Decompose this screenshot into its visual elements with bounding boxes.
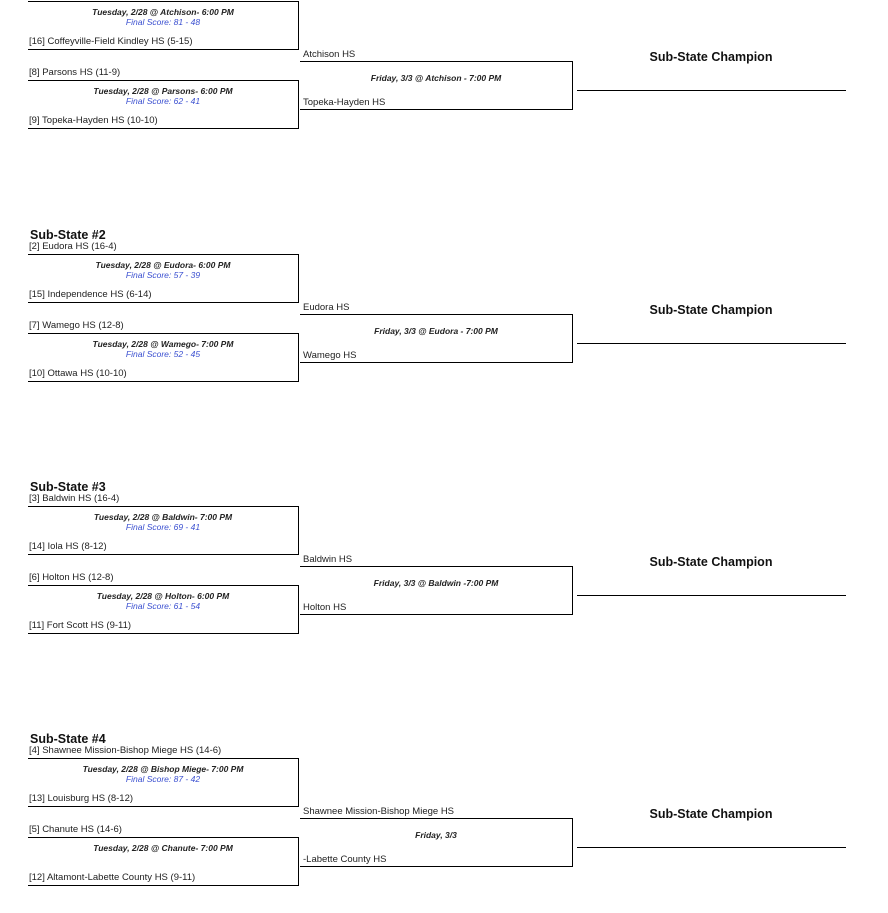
bracket-line [298,758,299,806]
bracket-line [572,61,573,109]
bracket-line [28,128,299,129]
game-info: Tuesday, 2/28 @ Baldwin- 7:00 PM [93,512,233,522]
bracket-line [298,254,299,302]
team-bottom: [9] Topeka-Hayden HS (10-10) [29,115,158,126]
bracket-line [572,566,573,614]
bracket-line [577,343,846,344]
bracket-line [28,49,299,50]
team-top: [2] Eudora HS (16-4) [29,241,117,252]
team-top: Shawnee Mission-Bishop Miege HS [303,806,455,817]
bracket-line [300,314,573,315]
team-bottom: [10] Ottawa HS (10-10) [29,368,127,379]
bracket-line [300,866,573,867]
champion-label: Sub-State Champion [649,807,773,821]
bracket-line [28,806,299,807]
champion-label: Sub-State Champion [649,303,773,317]
game-info: Tuesday, 2/28 @ Holton- 6:00 PM [96,591,230,601]
bracket-line [298,333,299,381]
bracket-line [28,837,299,838]
team-top: Baldwin HS [303,554,353,565]
team-bottom: -Labette County HS [303,854,387,865]
bracket-line [298,837,299,885]
game-info: Friday, 3/3 @ Atchison - 7:00 PM [370,73,502,83]
bracket-line [28,506,299,507]
final-score: Final Score: 61 - 54 [125,601,201,611]
team-top: [6] Holton HS (12-8) [29,572,114,583]
champion-label: Sub-State Champion [649,50,773,64]
game-info: Friday, 3/3 @ Baldwin -7:00 PM [373,578,499,588]
team-bottom: Wamego HS [303,350,357,361]
final-score: Final Score: 81 - 48 [125,17,201,27]
team-top: [3] Baldwin HS (16-4) [29,493,120,504]
bracket-line [28,885,299,886]
bracket-line [572,314,573,362]
team-top: Eudora HS [303,302,350,313]
team-bottom: [16] Coffeyville-Field Kindley HS (5-15) [29,36,193,47]
bracket-line [28,1,299,2]
bracket-line [28,80,299,81]
game-info: Tuesday, 2/28 @ Eudora- 6:00 PM [95,260,231,270]
bracket-line [300,566,573,567]
final-score: Final Score: 62 - 41 [125,96,201,106]
bracket-line [28,333,299,334]
game-info: Tuesday, 2/28 @ Bishop Miege- 7:00 PM [82,764,244,774]
team-top: Atchison HS [303,49,356,60]
bracket-line [577,595,846,596]
bracket-line [572,818,573,866]
game-info: Friday, 3/3 @ Eudora - 7:00 PM [374,326,498,336]
team-top: [8] Parsons HS (11-9) [29,67,121,78]
team-top: [5] Chanute HS (14-6) [29,824,122,835]
team-bottom: [12] Altamont-Labette County HS (9-11) [29,872,196,883]
team-bottom: [11] Fort Scott HS (9-11) [29,620,132,631]
bracket-line [298,80,299,128]
team-top: [4] Shawnee Mission-Bishop Miege HS (14-… [29,745,222,756]
bracket-line [300,109,573,110]
game-info: Tuesday, 2/28 @ Atchison- 6:00 PM [92,7,234,17]
bracket-line [28,633,299,634]
bracket-line [298,1,299,49]
team-bottom: [14] Iola HS (8-12) [29,541,107,552]
bracket-line [28,254,299,255]
game-info: Friday, 3/3 [415,830,457,840]
bracket-line [300,614,573,615]
final-score: Final Score: 87 - 42 [125,774,201,784]
team-bottom: Holton HS [303,602,347,613]
section-title: Sub-State #4 [30,732,106,746]
game-info: Tuesday, 2/28 @ Parsons- 6:00 PM [93,86,233,96]
bracket-line [577,847,846,848]
bracket-line [28,758,299,759]
team-bottom: [15] Independence HS (6-14) [29,289,152,300]
bracket-line [300,362,573,363]
game-info: Tuesday, 2/28 @ Wamego- 7:00 PM [92,339,234,349]
bracket-line [300,61,573,62]
section-title: Sub-State #2 [30,228,106,242]
final-score: Final Score: 52 - 45 [125,349,201,359]
bracket-line [28,381,299,382]
bracket-line [28,302,299,303]
team-bottom: [13] Louisburg HS (8-12) [29,793,134,804]
bracket-line [28,554,299,555]
final-score: Final Score: 69 - 41 [125,522,201,532]
game-info: Tuesday, 2/28 @ Chanute- 7:00 PM [93,843,233,853]
team-bottom: Topeka-Hayden HS [303,97,386,108]
champion-label: Sub-State Champion [649,555,773,569]
team-top: [7] Wamego HS (12-8) [29,320,124,331]
bracket-line [298,506,299,554]
bracket-line [28,585,299,586]
section-title: Sub-State #3 [30,480,106,494]
bracket-line [577,90,846,91]
bracket-line [300,818,573,819]
bracket-line [298,585,299,633]
final-score: Final Score: 57 - 39 [125,270,201,280]
